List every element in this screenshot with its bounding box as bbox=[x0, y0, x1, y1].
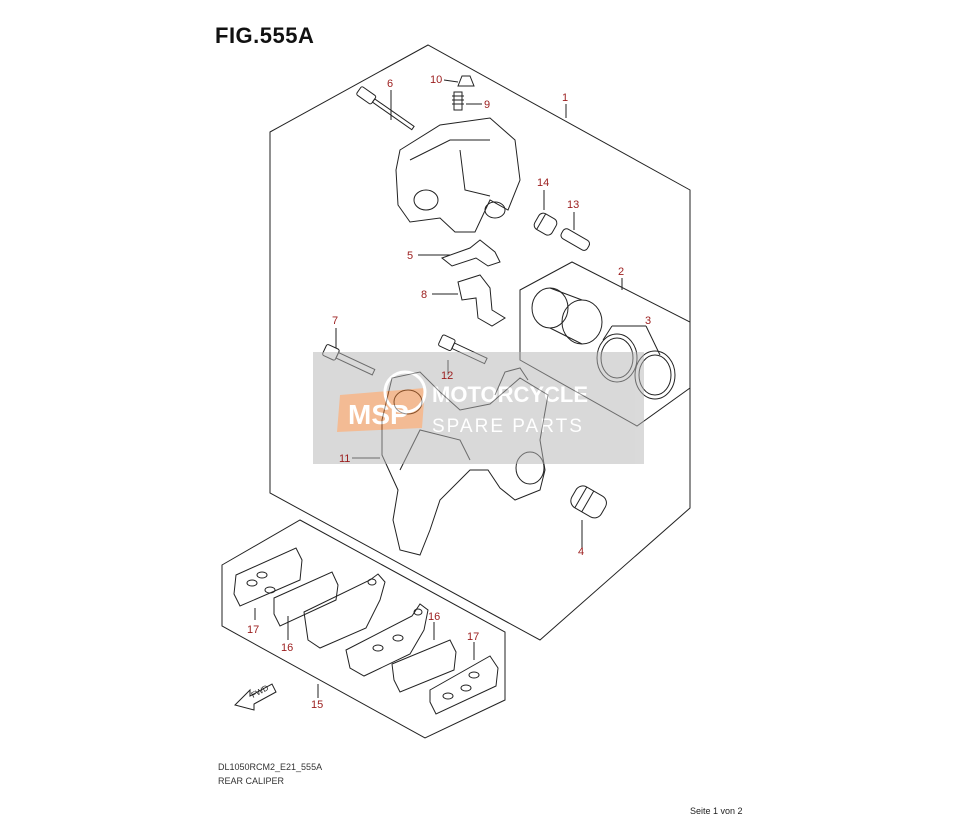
slide-sleeve bbox=[560, 228, 591, 251]
pad-shim-left-outer bbox=[233, 547, 303, 607]
fwd-arrow bbox=[234, 683, 277, 711]
callout-6: 6 bbox=[387, 78, 393, 90]
watermark-line2: SPARE PARTS bbox=[432, 416, 584, 437]
pad-set-frame bbox=[221, 519, 506, 739]
pad-pin bbox=[356, 86, 415, 131]
pad-shim-left-inner bbox=[273, 571, 339, 627]
callout-11: 11 bbox=[339, 453, 350, 465]
brake-pad-right bbox=[345, 603, 429, 677]
callout-1: 1 bbox=[562, 92, 568, 104]
caliper-assembly-frame bbox=[269, 44, 691, 641]
watermark: MSP MOTORCYCLE SPARE PARTS bbox=[313, 352, 644, 464]
callout-3: 3 bbox=[645, 315, 651, 327]
watermark-line1: MOTORCYCLE bbox=[432, 382, 588, 407]
pin-boot bbox=[533, 212, 558, 236]
pad-retainer bbox=[457, 274, 506, 327]
callout-10: 10 bbox=[430, 74, 442, 86]
bleeder-cap bbox=[457, 75, 475, 87]
callout-16-left: 16 bbox=[281, 642, 293, 654]
caliper-piston bbox=[531, 287, 603, 345]
watermark-logo-text: MSP bbox=[348, 399, 409, 430]
pad-spring bbox=[440, 239, 501, 267]
callout-7: 7 bbox=[332, 315, 338, 327]
callout-9: 9 bbox=[484, 99, 490, 111]
brake-pad-left bbox=[303, 573, 386, 649]
pad-shim-right-inner bbox=[391, 639, 457, 693]
callout-4: 4 bbox=[578, 546, 584, 558]
callout-2: 2 bbox=[618, 266, 624, 278]
callout-16-right: 16 bbox=[428, 611, 440, 623]
callout-14: 14 bbox=[537, 177, 549, 189]
bracket-boot bbox=[570, 485, 607, 519]
callout-17-left: 17 bbox=[247, 624, 259, 636]
callout-5: 5 bbox=[407, 250, 413, 262]
part-name: REAR CALIPER bbox=[218, 776, 285, 786]
watermark-logo-badge bbox=[337, 388, 425, 432]
callout-17-right: 17 bbox=[467, 631, 479, 643]
callout-13: 13 bbox=[567, 199, 579, 211]
callout-8: 8 bbox=[421, 289, 427, 301]
callout-15: 15 bbox=[311, 699, 323, 711]
pad-shim-right-outer bbox=[429, 655, 499, 715]
page-indicator: Seite 1 von 2 bbox=[690, 806, 743, 816]
callout-12: 12 bbox=[441, 370, 453, 382]
model-code: DL1050RCM2_E21_555A bbox=[218, 762, 323, 772]
caliper-housing bbox=[395, 117, 521, 233]
figure-title: FIG.555A bbox=[215, 23, 315, 48]
bleeder-valve bbox=[452, 91, 464, 111]
